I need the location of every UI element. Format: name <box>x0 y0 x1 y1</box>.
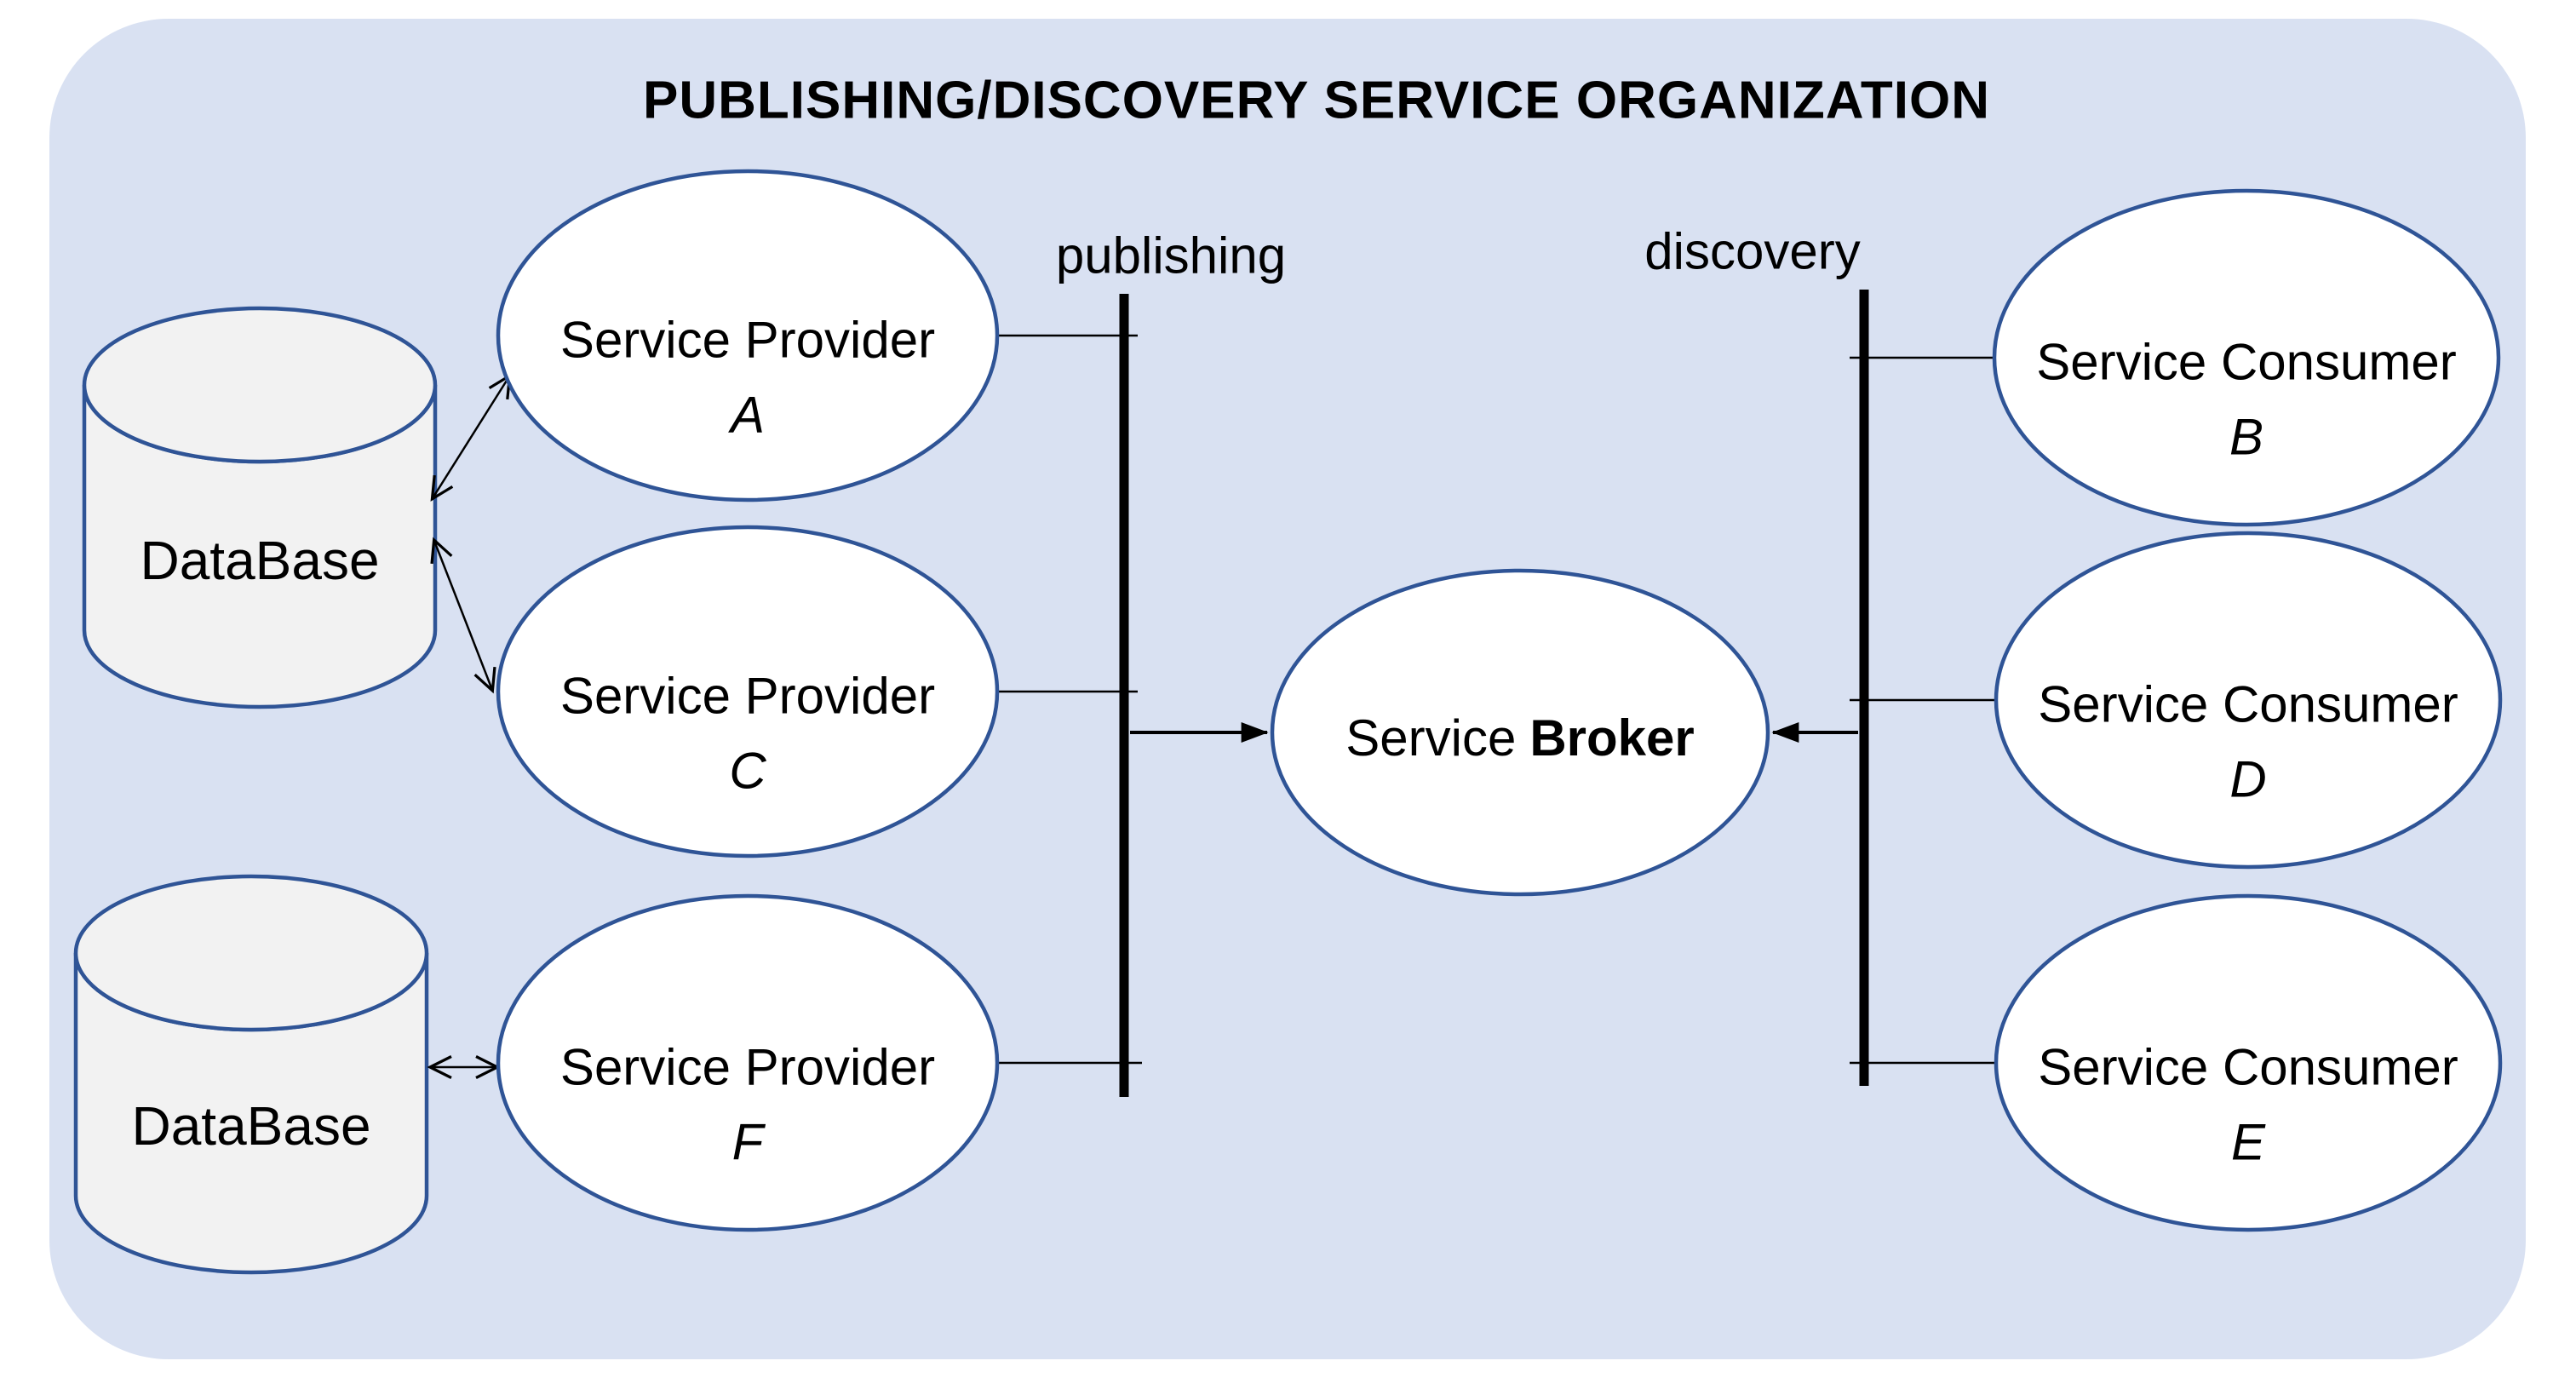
provider-a-line2: A <box>728 387 765 444</box>
database-bottom-cylinder: DataBase <box>73 874 429 1275</box>
provider-f-line1: Service Provider <box>560 1039 935 1096</box>
consumer-d-line2: D <box>2229 751 2266 808</box>
broker-word-broker: Broker <box>1529 709 1694 767</box>
consumer-d-line1: Service Consumer <box>2038 676 2458 733</box>
node-provider-c: Service Provider C <box>496 525 1000 858</box>
node-consumer-d: Service Consumer D <box>1994 531 2503 870</box>
node-consumer-e: Service Consumer E <box>1994 893 2503 1232</box>
consumer-b-line2: B <box>2229 409 2263 466</box>
cylinder-top <box>73 874 429 1032</box>
discovery-label: discovery <box>1644 223 1860 280</box>
consumer-b-ellipse <box>1992 188 2501 527</box>
node-provider-a: Service Provider A <box>496 169 1000 502</box>
provider-c-line1: Service Provider <box>560 668 935 725</box>
db-arrow-to-provider-a <box>430 373 512 502</box>
consumer-e-line2: E <box>2231 1114 2266 1171</box>
provider-f-line2: F <box>732 1114 766 1171</box>
consumer-d-ellipse <box>1994 531 2503 870</box>
provider-c-ellipse <box>496 525 1000 858</box>
consumer-e-line1: Service Consumer <box>2038 1039 2458 1096</box>
provider-a-line1: Service Provider <box>560 312 935 369</box>
database-bottom-label: DataBase <box>131 1095 370 1157</box>
publishing-label: publishing <box>1056 227 1286 284</box>
broker-ellipse <box>1270 568 1770 897</box>
diagram-title: PUBLISHING/DISCOVERY SERVICE ORGANIZATIO… <box>643 72 1990 130</box>
broker-word-service: Service <box>1345 709 1516 767</box>
consumer-b-line1: Service Consumer <box>2036 334 2457 391</box>
provider-f-ellipse <box>496 893 1000 1232</box>
provider-a-ellipse <box>496 169 1000 502</box>
provider-c-line2: C <box>729 743 766 800</box>
cylinder-top <box>82 306 438 464</box>
database-top-label: DataBase <box>140 530 379 591</box>
consumer-e-ellipse <box>1994 893 2503 1232</box>
node-provider-f: Service Provider F <box>496 893 1000 1232</box>
node-consumer-b: Service Consumer B <box>1992 188 2501 527</box>
database-top-cylinder: DataBase <box>82 306 438 709</box>
db-arrow-to-provider-c <box>430 537 496 694</box>
